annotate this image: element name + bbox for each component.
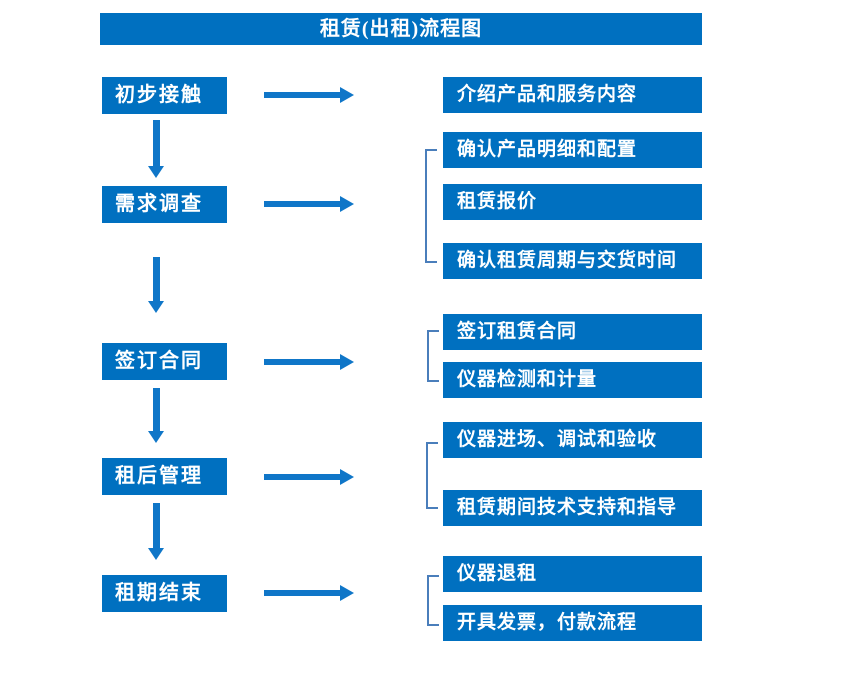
detail-box-introduce-products: 介绍产品和服务内容 (443, 77, 702, 113)
arrow-right-icon (264, 354, 354, 370)
detail-box-sign-lease-contract: 签订租赁合同 (443, 314, 702, 350)
detail-box-invoice-payment: 开具发票，付款流程 (443, 605, 702, 641)
detail-box-confirm-details: 确认产品明细和配置 (443, 132, 702, 168)
group-bracket-lease-end (427, 575, 439, 626)
arrow-right-icon (264, 585, 354, 601)
arrow-right-icon (264, 196, 354, 212)
group-bracket-demand-survey (425, 149, 437, 263)
flowchart-title: 租赁(出租)流程图 (100, 13, 702, 45)
detail-box-instrument-arrival: 仪器进场、调试和验收 (443, 422, 702, 458)
group-bracket-sign-contract (427, 330, 439, 382)
stage-box-initial-contact: 初步接触 (102, 77, 227, 114)
arrow-down-icon (148, 257, 164, 313)
group-bracket-post-rental (426, 442, 438, 509)
arrow-down-icon (148, 503, 164, 560)
stage-box-lease-end: 租期结束 (102, 575, 227, 612)
stage-box-demand-survey: 需求调查 (102, 186, 227, 223)
stage-box-sign-contract: 签订合同 (102, 343, 227, 380)
detail-box-tech-support: 租赁期间技术支持和指导 (443, 490, 702, 526)
stage-box-post-rental: 租后管理 (102, 458, 227, 495)
detail-box-instrument-return: 仪器退租 (443, 556, 702, 592)
arrow-down-icon (148, 120, 164, 178)
detail-box-confirm-period: 确认租赁周期与交货时间 (443, 243, 702, 279)
detail-box-instrument-testing: 仪器检测和计量 (443, 362, 702, 398)
arrow-down-icon (148, 388, 164, 443)
arrow-right-icon (264, 87, 354, 103)
detail-box-lease-quote: 租赁报价 (443, 184, 702, 220)
arrow-right-icon (264, 469, 354, 485)
